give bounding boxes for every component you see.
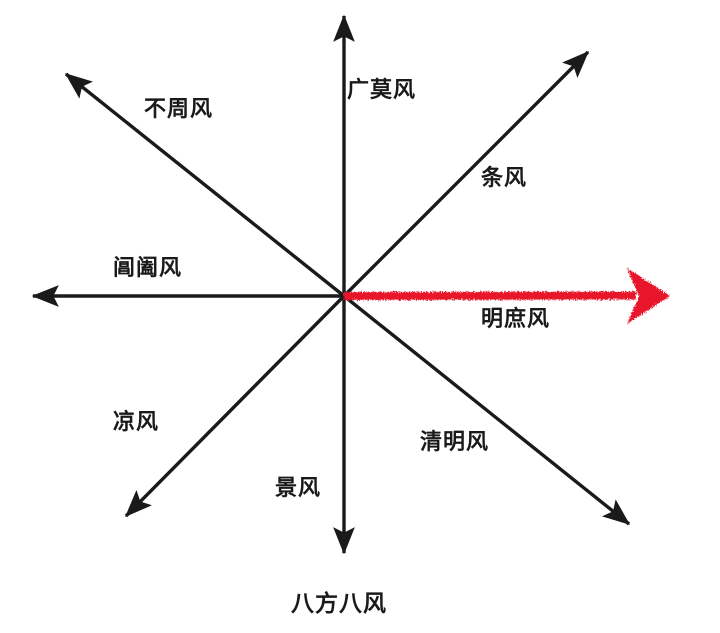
wind-label-northeast: 条风 — [481, 166, 528, 191]
wind-label-northwest: 不周风 — [144, 97, 214, 122]
axis-arrow-southwest — [124, 294, 346, 518]
wind-label-west: 阊阖风 — [113, 256, 183, 281]
wind-label-south: 景风 — [275, 476, 322, 501]
wind-label-east: 明庶风 — [481, 307, 551, 332]
wind-label-north: 广莫风 — [347, 78, 417, 103]
wind-label-southeast: 清明风 — [420, 430, 490, 455]
highlight-arrow-east — [343, 268, 670, 324]
wind-label-southwest: 凉风 — [113, 410, 160, 435]
diagram-caption: 八方八风 — [291, 591, 387, 617]
axis-arrow-southeast — [342, 294, 631, 526]
axis-arrow-northwest — [64, 72, 346, 298]
axis-arrow-northeast — [342, 50, 590, 298]
